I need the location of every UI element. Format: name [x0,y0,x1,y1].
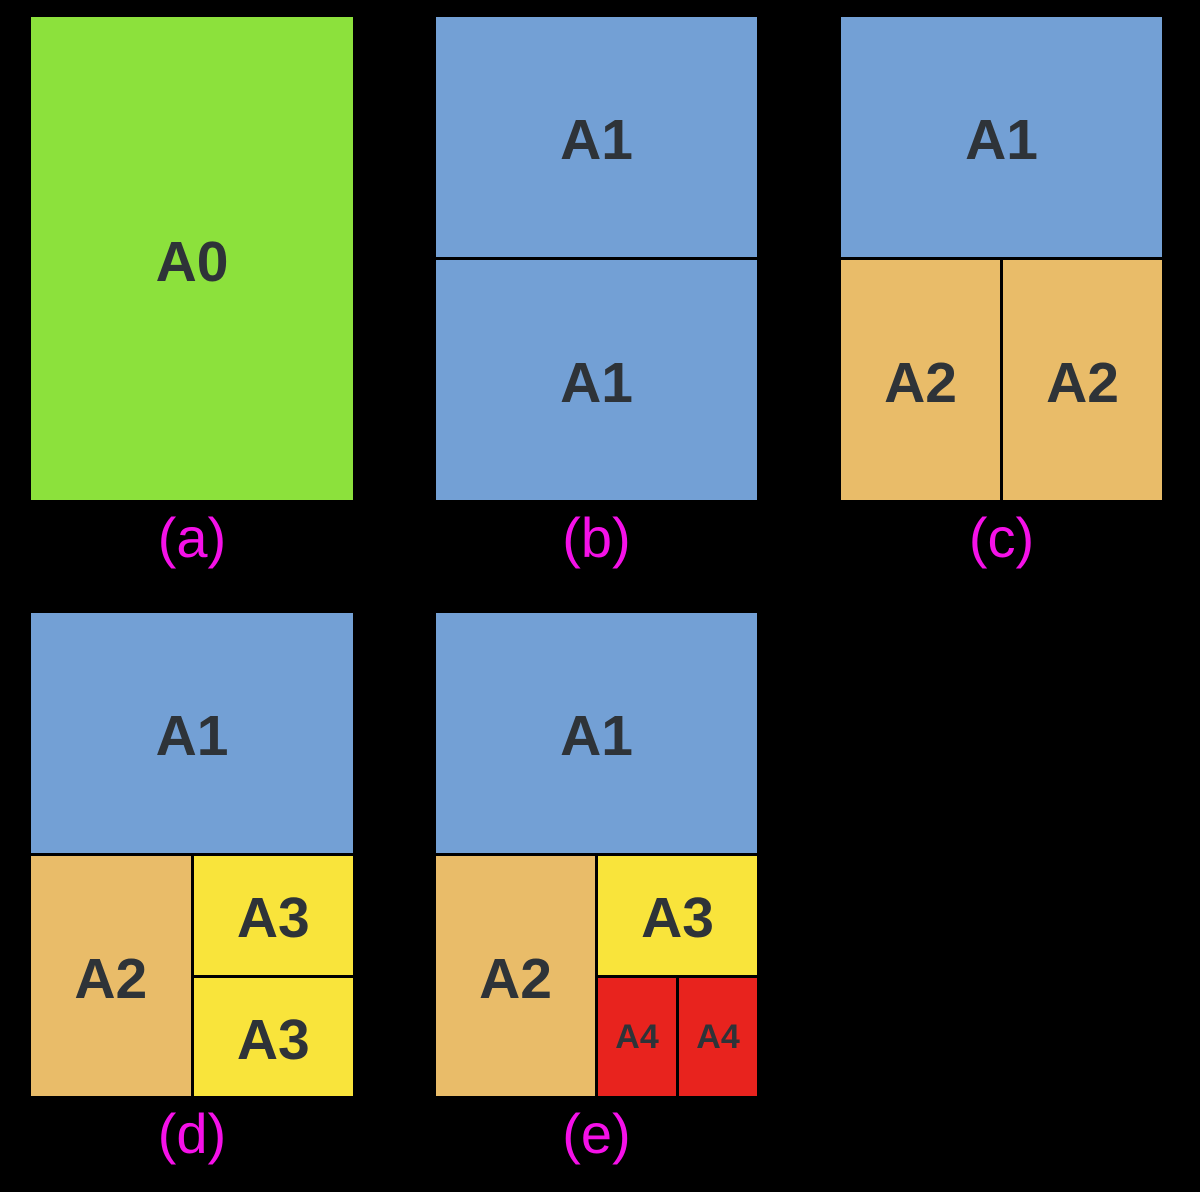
sheet-a3-top: A3 [193,856,353,975]
panel-c-caption: (c) [968,506,1035,569]
sheet-a2-label: A2 [479,947,552,1011]
panel-b: A1 A1 (b) [436,17,757,570]
sheet-a1-label: A1 [965,108,1038,172]
sheet-a4-right-label: A4 [696,1018,740,1057]
sheet-a3-bottom: A3 [193,977,353,1096]
sheet-a1-label: A1 [155,704,229,768]
sheet-a1-bottom-label: A1 [560,351,633,415]
panel-d: A1 A2 A3 A3 (d) [31,613,353,1166]
sheet-a3-top-label: A3 [236,886,310,951]
sheet-a2-left-label: A2 [884,351,957,415]
sheet-a4-right: A4 [679,977,757,1096]
sheet-a2-right-label: A2 [1046,351,1119,415]
panel-d-caption: (d) [157,1102,227,1165]
sheet-a2-right: A2 [1003,260,1162,500]
sheet-a1: A1 [31,613,353,853]
panel-c-sheet: A1 A2 A2 [841,17,1162,500]
panel-b-caption: (b) [562,506,631,569]
sheet-a1-bottom: A1 [436,260,757,500]
sheet-a1-top: A1 [436,17,757,257]
sheet-a1-top-label: A1 [560,108,633,172]
sheet-a4-left: A4 [598,977,676,1096]
sheet-a4-left-label: A4 [615,1018,659,1057]
panel-a: A0 (a) [31,17,353,570]
sheet-a0: A0 [31,17,353,500]
panel-e-caption: (e) [562,1102,631,1165]
panel-e: A1 A2 A3 A4 A4 [436,613,757,1166]
panel-b-sheet: A1 A1 [436,17,757,500]
sheet-a2: A2 [31,856,191,1096]
sheet-a3-label: A3 [641,886,714,951]
sheet-a2-label: A2 [74,947,148,1011]
panel-a-caption: (a) [157,506,227,569]
sheet-a1-label: A1 [560,704,633,768]
sheet-a2-left: A2 [841,260,1000,500]
sheet-a1: A1 [436,613,757,853]
sheet-a2: A2 [436,856,595,1096]
panel-c: A1 A2 A2 (c) [841,17,1162,570]
sheet-a0-label: A0 [155,229,229,294]
sheet-a3: A3 [598,856,757,975]
sheet-a1: A1 [841,17,1162,257]
panel-a-sheet: A0 [31,17,353,500]
panel-e-sheet: A1 A2 A3 A4 A4 [436,613,757,1096]
panel-d-sheet: A1 A2 A3 A3 [31,613,353,1096]
sheet-a3-bottom-label: A3 [236,1007,310,1072]
